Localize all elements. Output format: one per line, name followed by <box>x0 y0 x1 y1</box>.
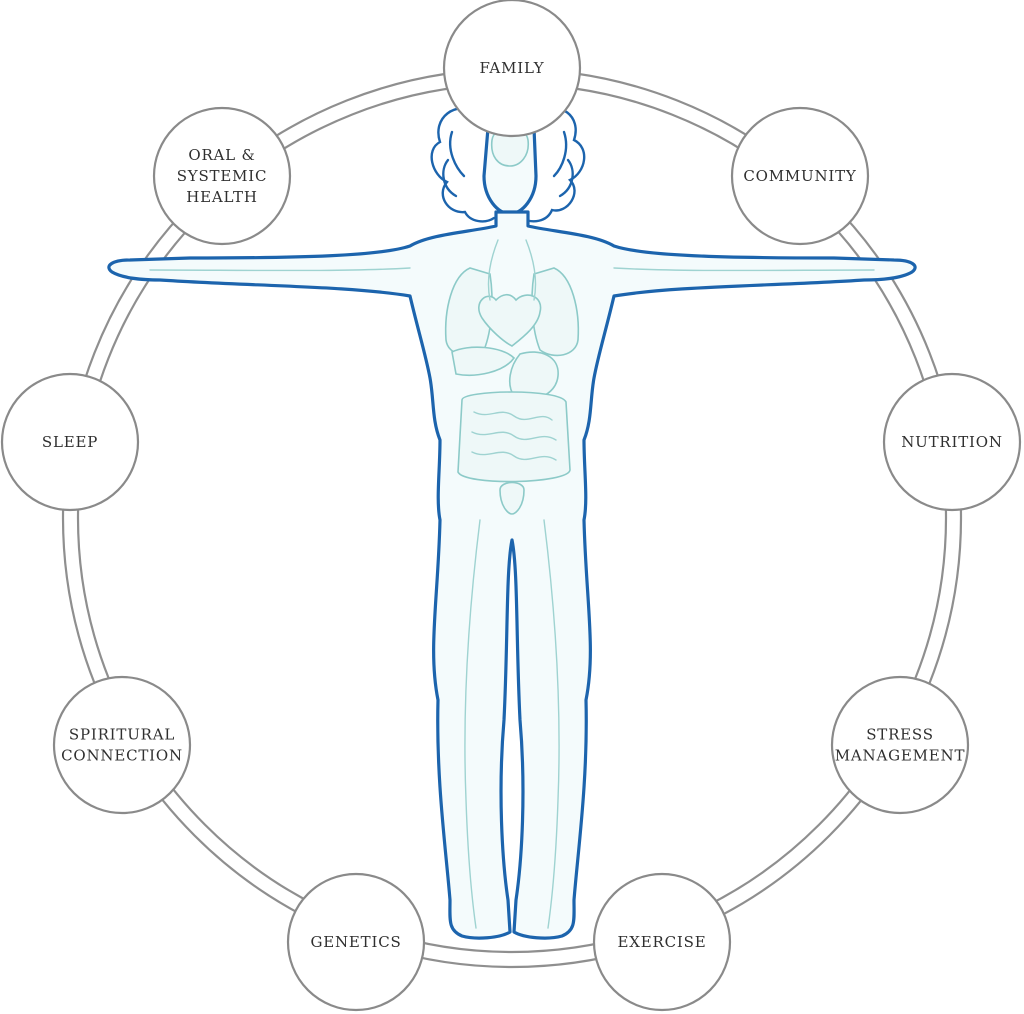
node-label-oral-systemic-health-line-3: HEALTH <box>186 188 258 206</box>
node-exercise: EXERCISE <box>592 872 732 1012</box>
node-circle-stress-management <box>830 675 970 815</box>
node-label-spiritual-connection-line-2: CONNECTION <box>61 747 183 765</box>
node-circle-family <box>442 0 582 138</box>
node-circle-genetics <box>286 872 426 1012</box>
node-label-oral-systemic-health-line-2: SYSTEMIC <box>177 167 268 185</box>
node-label-oral-systemic-health-line-1: ORAL & <box>188 146 255 164</box>
node-spiritual-connection: SPIRITURAL CONNECTION <box>52 675 192 815</box>
node-label-community-line-1: COMMUNITY <box>743 167 857 185</box>
node-oral-systemic-health: ORAL & SYSTEMIC HEALTH <box>152 106 292 246</box>
node-circle-spiritual-connection <box>52 675 192 815</box>
node-label-spiritual-connection-line-1: SPIRITURAL <box>69 726 175 744</box>
heart-icon <box>478 293 542 347</box>
node-circle-nutrition <box>882 372 1022 512</box>
node-label-family-line-1: FAMILY <box>480 59 545 77</box>
node-family: FAMILY <box>442 0 582 138</box>
node-circle-sleep <box>0 372 140 512</box>
liver-icon <box>451 346 516 377</box>
vessel-lines <box>149 239 875 929</box>
node-label-exercise-line-1: EXERCISE <box>618 933 707 951</box>
node-circle-oral-systemic-health <box>152 106 292 246</box>
node-nutrition: NUTRITION <box>882 372 1022 512</box>
node-label-stress-management-line-2: MANAGEMENT <box>835 747 966 765</box>
human-anatomy-figure <box>107 100 917 940</box>
node-label-sleep-line-1: SLEEP <box>42 433 98 451</box>
bladder-icon <box>499 481 525 515</box>
node-sleep: SLEEP <box>0 372 140 512</box>
node-label-genetics-line-1: GENETICS <box>310 933 401 951</box>
node-circle-exercise <box>592 872 732 1012</box>
node-genetics: GENETICS <box>286 872 426 1012</box>
node-label-stress-management-line-1: STRESS <box>866 726 934 744</box>
node-label-nutrition-line-1: NUTRITION <box>901 433 1003 451</box>
node-circle-community <box>730 106 870 246</box>
node-community: COMMUNITY <box>730 106 870 246</box>
organ-group <box>444 267 580 515</box>
node-stress-management: STRESS MANAGEMENT <box>830 675 970 815</box>
